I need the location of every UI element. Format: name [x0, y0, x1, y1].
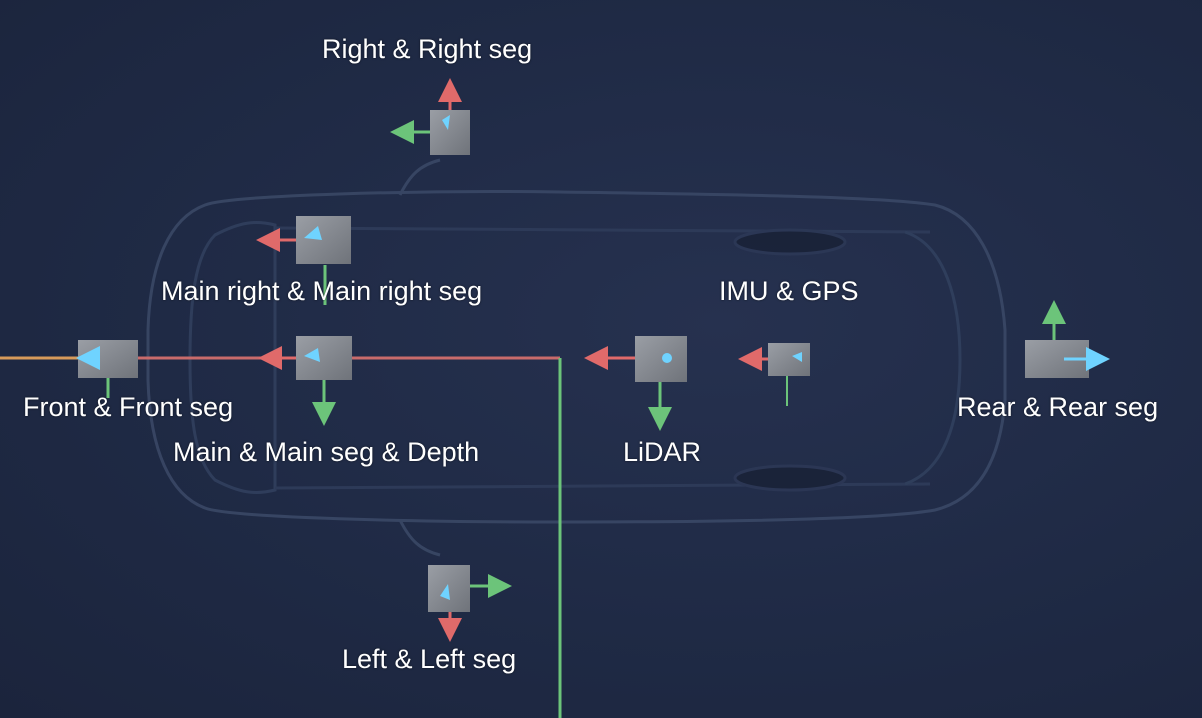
- car-body-outline: [146, 190, 1007, 524]
- lidar-lens-icon: [662, 353, 672, 363]
- car-silhouette: [146, 158, 1007, 557]
- car-windshield: [188, 221, 277, 494]
- imu-gps-sensor: [738, 343, 810, 406]
- imu-lens-icon: [792, 352, 802, 362]
- main-right-camera-lens-icon: [304, 226, 322, 240]
- label-main-right-camera: Main right & Main right seg: [161, 276, 483, 306]
- right-camera-cube: [430, 110, 470, 155]
- right-camera-sensor: [390, 78, 470, 155]
- label-left-camera: Left & Left seg: [342, 644, 517, 674]
- rear-camera-sensor: [1025, 300, 1110, 378]
- front-camera-sensor: [76, 340, 138, 398]
- main-camera-cube: [296, 336, 352, 380]
- main-right-camera-cube: [296, 216, 351, 264]
- left-camera-cube: [428, 565, 470, 612]
- right-camera-lens-icon: [442, 115, 450, 130]
- car-mirror-top: [398, 158, 441, 196]
- main-camera-sensor: [258, 336, 352, 426]
- main-camera-lens-icon: [304, 348, 320, 362]
- left-camera-lens-icon: [440, 584, 450, 600]
- label-lidar: LiDAR: [623, 437, 702, 467]
- left-camera-sensor: [428, 565, 512, 642]
- car-roof-line-top: [274, 226, 931, 234]
- label-rear-camera: Rear & Rear seg: [957, 392, 1159, 422]
- car-wheel-top: [733, 228, 847, 256]
- lidar-sensor: [584, 336, 687, 431]
- label-front-camera: Front & Front seg: [23, 392, 234, 422]
- car-wheel-bottom: [733, 464, 847, 492]
- label-imu-gps: IMU & GPS: [719, 276, 859, 306]
- lidar-cube: [635, 336, 687, 382]
- main-right-camera-sensor: [256, 216, 351, 305]
- car-rear-window: [904, 230, 962, 486]
- label-right-camera: Right & Right seg: [322, 34, 533, 64]
- label-main-camera: Main & Main seg & Depth: [173, 437, 480, 467]
- imu-cube: [768, 343, 810, 376]
- car-mirror-bottom: [398, 519, 441, 557]
